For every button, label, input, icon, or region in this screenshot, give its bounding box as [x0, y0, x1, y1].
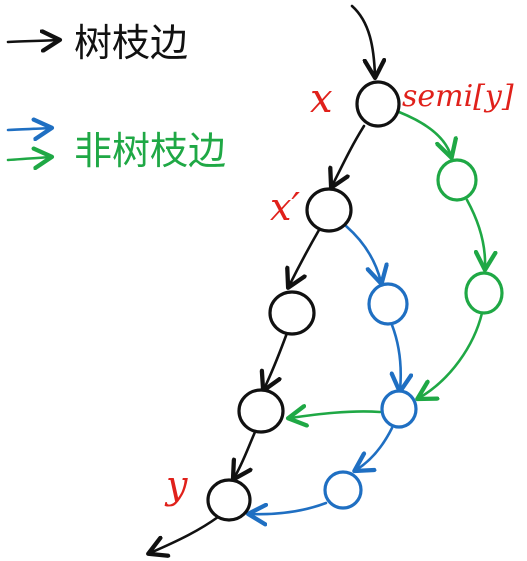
node-labels: x x′ semi[y] y [164, 76, 514, 507]
tree-edge-x-to-xprime [332, 124, 366, 186]
tree-edge-n5-to-y [234, 430, 257, 478]
tree-edge-n3-to-n5 [264, 331, 289, 389]
nodes [206, 80, 504, 522]
legend-tree-edge-arrow [6, 40, 58, 42]
node-tree-middle[interactable] [268, 290, 316, 336]
legend-tree-edge-label: 树枝边 [74, 21, 188, 65]
green-non-tree-edges [290, 110, 485, 418]
tree-edge-outgoing [150, 515, 220, 553]
green-edge-g1-to-g2 [465, 198, 485, 268]
legend: 树枝边 非树枝边 [6, 21, 226, 173]
node-x-prime[interactable] [305, 187, 353, 233]
blue-edge-xprime-to-b1 [344, 224, 381, 282]
node-green-2[interactable] [464, 271, 504, 315]
node-green-1[interactable] [436, 158, 478, 202]
label-semi-y: semi[y] [402, 79, 514, 114]
blue-edge-b3-to-y [250, 501, 328, 514]
green-edge-b2-to-n5 [290, 411, 382, 418]
node-blue-1[interactable] [367, 282, 409, 326]
green-edge-x-to-g1 [397, 110, 451, 156]
node-blue-3[interactable] [323, 470, 363, 510]
legend-non-tree-edge-label: 非树枝边 [74, 129, 226, 173]
tree-edge-incoming [350, 4, 375, 76]
node-y[interactable] [206, 478, 252, 522]
label-y: y [164, 463, 188, 507]
blue-edge-b2-to-b3 [356, 426, 394, 470]
tree-edges [150, 4, 375, 553]
node-x[interactable] [355, 80, 401, 128]
green-edge-g2-to-b2 [419, 311, 484, 398]
legend-green-edge-arrow [6, 157, 50, 160]
blue-edge-b1-to-b2 [392, 323, 401, 390]
blue-non-tree-edges [250, 224, 401, 514]
legend-blue-edge-arrow [6, 128, 50, 130]
tree-edge-xprime-to-n3 [289, 228, 321, 286]
label-x: x [310, 76, 333, 122]
node-tree-lower[interactable] [237, 388, 285, 434]
label-x-prime: x′ [270, 185, 300, 229]
node-blue-2[interactable] [380, 389, 418, 429]
